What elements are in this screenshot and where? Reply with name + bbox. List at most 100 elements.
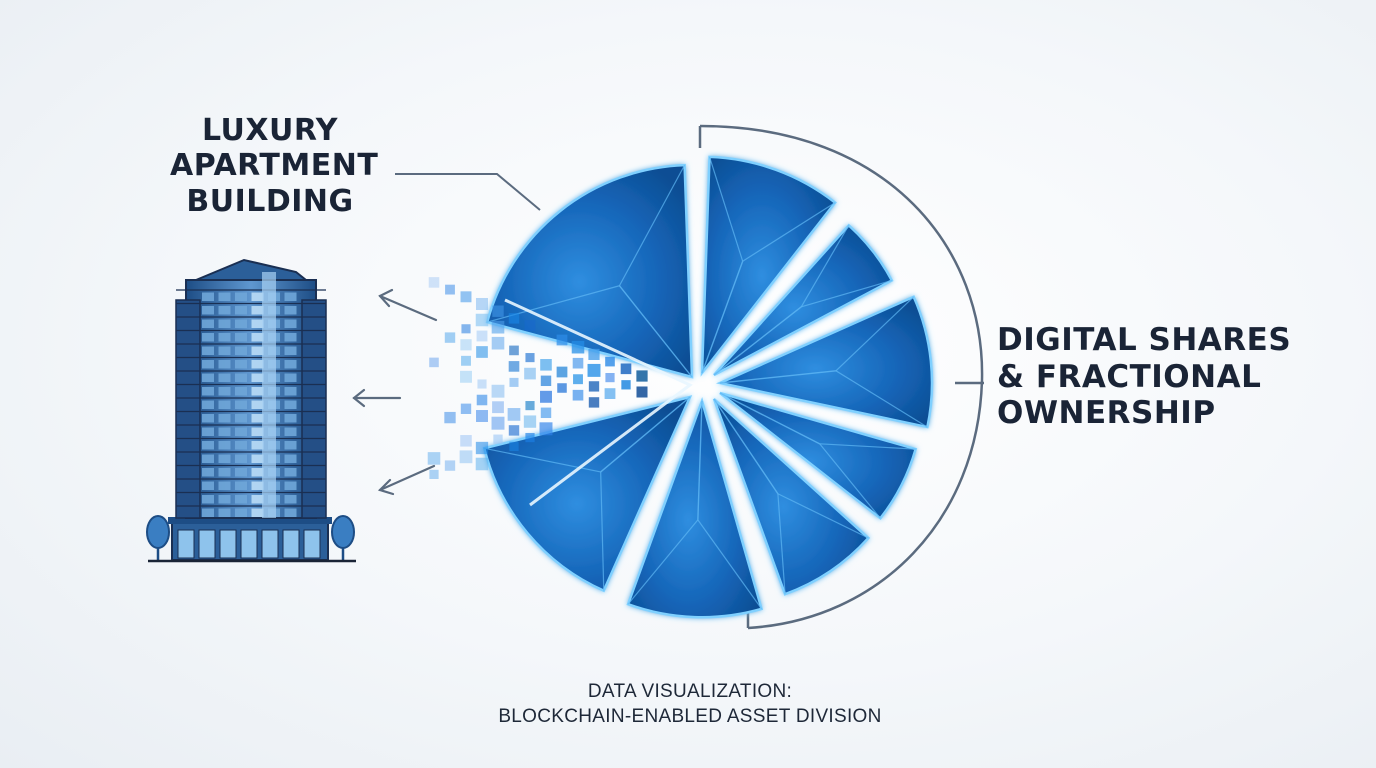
pixel-square bbox=[540, 390, 552, 403]
building-podium-roof bbox=[168, 517, 332, 524]
pie-slice bbox=[700, 155, 837, 377]
pie-facet-line bbox=[701, 261, 744, 374]
building-window bbox=[251, 346, 264, 355]
pixel-square bbox=[491, 416, 505, 430]
podium-window bbox=[240, 529, 258, 559]
caption-line: BLOCKCHAIN-ENABLED ASSET DIVISION bbox=[498, 705, 882, 727]
building-window bbox=[235, 481, 247, 490]
pixel-square bbox=[444, 332, 456, 343]
pixel-square bbox=[491, 336, 505, 350]
building-window bbox=[202, 454, 214, 463]
pie-facet-line bbox=[835, 370, 928, 428]
building-window bbox=[284, 306, 297, 315]
pie-facet-line bbox=[819, 443, 916, 450]
arrow-left-icon bbox=[377, 464, 436, 496]
building-window bbox=[218, 468, 231, 477]
building-window bbox=[202, 346, 214, 355]
pixel-square bbox=[587, 363, 601, 377]
podium-window bbox=[303, 529, 321, 559]
pie-facet-line bbox=[697, 400, 703, 520]
building-window bbox=[202, 400, 214, 409]
pie-facet-line bbox=[627, 519, 699, 605]
building-window bbox=[218, 387, 231, 396]
building-window bbox=[284, 319, 297, 328]
pie-facet-line bbox=[801, 279, 892, 308]
pie-facet-line bbox=[708, 156, 744, 262]
pixel-square bbox=[460, 370, 472, 383]
building-window bbox=[251, 292, 264, 301]
pixel-square bbox=[475, 457, 489, 471]
shares-label-line: OWNERSHIP bbox=[997, 395, 1216, 432]
pixel-square bbox=[508, 313, 520, 324]
pixel-square bbox=[621, 380, 631, 390]
pixel-square bbox=[475, 297, 489, 311]
building-window bbox=[202, 360, 214, 369]
building-window bbox=[251, 441, 264, 450]
building-window bbox=[235, 441, 247, 450]
building-window bbox=[235, 292, 247, 301]
pixel-square bbox=[444, 460, 456, 471]
building-window bbox=[202, 481, 214, 490]
building-window bbox=[284, 414, 297, 423]
building-window bbox=[284, 346, 297, 355]
pixel-square bbox=[588, 397, 600, 408]
pixel-square bbox=[461, 324, 471, 334]
building-window bbox=[251, 481, 264, 490]
building-window bbox=[235, 400, 247, 409]
pixel-square bbox=[525, 401, 535, 411]
pixel-square bbox=[461, 355, 471, 366]
pixel-square bbox=[460, 291, 472, 303]
tree-icon bbox=[146, 515, 170, 560]
building-window bbox=[202, 508, 214, 517]
pie-facet-line bbox=[777, 493, 786, 595]
pixel-square bbox=[539, 422, 553, 436]
building-window bbox=[202, 333, 214, 342]
building-window bbox=[235, 508, 247, 517]
pixel-square bbox=[476, 394, 488, 406]
building-window bbox=[284, 481, 297, 490]
building-connector-line bbox=[395, 173, 541, 211]
building-window bbox=[202, 306, 214, 315]
pie-facet-line bbox=[697, 519, 763, 610]
pixel-square bbox=[509, 377, 519, 387]
building-window bbox=[284, 495, 297, 504]
pixel-square bbox=[572, 357, 584, 369]
building-window bbox=[218, 427, 231, 436]
pixel-square bbox=[588, 381, 600, 392]
pie-facet-line bbox=[719, 370, 837, 384]
building-window bbox=[202, 414, 214, 423]
pixel-square bbox=[525, 432, 535, 443]
pie-facet-line bbox=[618, 285, 693, 378]
building-window bbox=[218, 441, 231, 450]
building-roof bbox=[195, 258, 309, 281]
pixel-square bbox=[429, 469, 439, 480]
building-right-wing bbox=[301, 299, 327, 519]
pie-facet-line bbox=[835, 296, 915, 372]
building-window bbox=[235, 319, 247, 328]
pixel-square bbox=[573, 374, 583, 385]
pixel-square bbox=[507, 408, 521, 421]
podium-window bbox=[177, 529, 195, 559]
pie-facet-line bbox=[742, 202, 836, 262]
shares-label-line: & FRACTIONAL bbox=[997, 358, 1262, 395]
building-window bbox=[251, 360, 264, 369]
building-window bbox=[251, 468, 264, 477]
pixel-square bbox=[636, 386, 648, 398]
building-window bbox=[202, 292, 214, 301]
building-label-line: LUXURY bbox=[201, 113, 339, 148]
pixel-square bbox=[475, 313, 489, 327]
pie-slice bbox=[482, 395, 693, 593]
building-window bbox=[235, 306, 247, 315]
pixel-square bbox=[445, 284, 455, 295]
pixel-square bbox=[477, 379, 487, 389]
pixel-square bbox=[524, 320, 536, 332]
pie-slice bbox=[712, 398, 871, 596]
pixel-square bbox=[524, 367, 536, 380]
building-window bbox=[251, 333, 264, 342]
building-label-line: BUILDING bbox=[186, 183, 354, 219]
building-window bbox=[251, 508, 264, 517]
building-window bbox=[284, 454, 297, 463]
pixel-square bbox=[460, 435, 472, 447]
pie-gap-edge bbox=[504, 298, 693, 507]
